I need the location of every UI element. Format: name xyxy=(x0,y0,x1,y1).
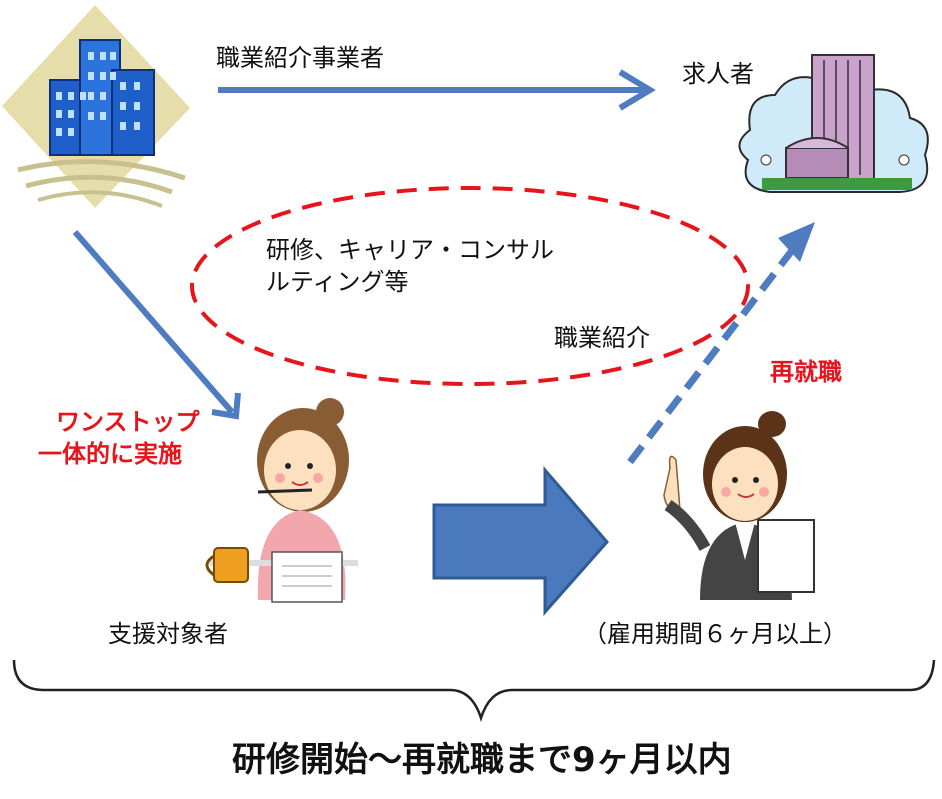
target-person-illustration xyxy=(205,398,358,603)
arrowhead-agency-to-employer xyxy=(618,69,656,111)
timeline-brace xyxy=(12,659,936,723)
onestop-label-line2: 一体的に実施 xyxy=(38,440,182,468)
arrow-reemployment xyxy=(627,237,803,465)
employer-label: 求人者 xyxy=(682,60,754,88)
placement-label: 職業紹介 xyxy=(554,324,650,352)
arrowhead-reemployment xyxy=(778,222,815,262)
arrowhead-agency-to-target xyxy=(211,392,241,420)
big-progress-arrow xyxy=(432,465,609,616)
employment-duration-label: （雇用期間６ヶ月以上） xyxy=(583,620,847,648)
employer-building-icon xyxy=(738,54,929,193)
timeline-caption: 研修開始～再就職まで9ヶ月以内 xyxy=(232,740,732,780)
support-ellipse xyxy=(190,186,750,386)
reemployment-label: 再就職 xyxy=(770,358,842,386)
agency-label: 職業紹介事業者 xyxy=(216,44,384,72)
target-person-label: 支援対象者 xyxy=(108,620,228,648)
reemployed-person-illustration xyxy=(663,411,815,600)
training-label-line1: 研修、キャリア・コンサル xyxy=(266,236,554,264)
arrow-agency-to-target xyxy=(72,230,235,414)
training-label-line2: ルティング等 xyxy=(266,268,409,296)
agency-building-icon xyxy=(2,5,190,208)
onestop-label-line1: ワンストップ xyxy=(56,408,200,436)
